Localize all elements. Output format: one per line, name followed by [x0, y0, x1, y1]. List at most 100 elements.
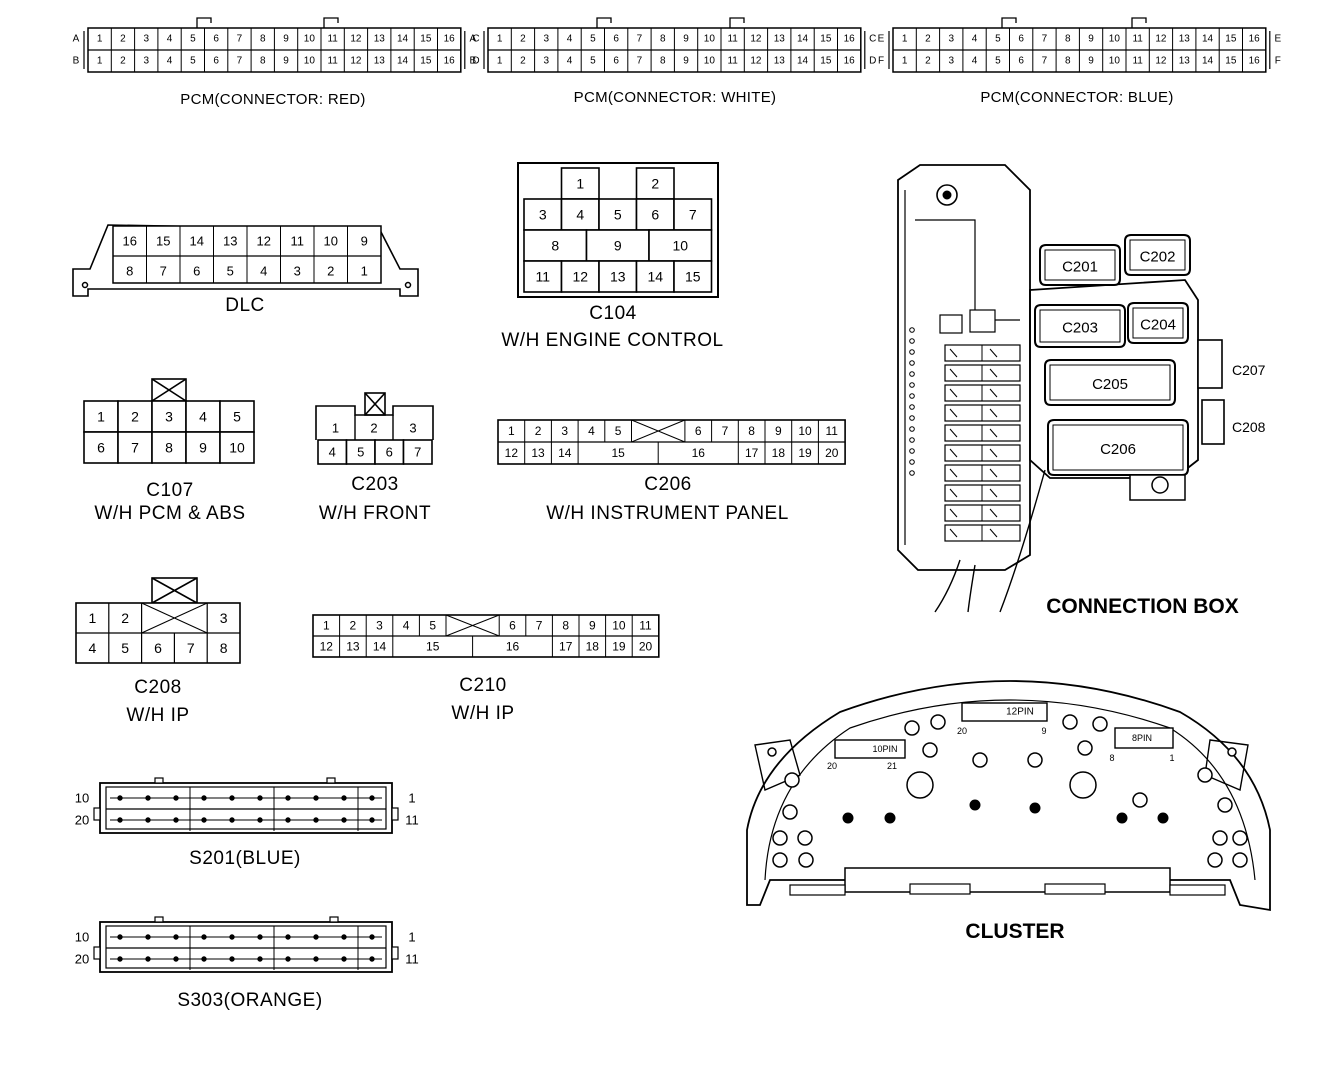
pcm-blue-pin-label: 8	[1065, 34, 1071, 45]
c104-pin-label: 14	[647, 269, 663, 285]
c206-pin-label: 20	[825, 446, 839, 460]
pcm-blue-title: PCM(CONNECTOR: BLUE)	[980, 89, 1174, 106]
s201-left-bottom-pin: 20	[75, 813, 89, 828]
s201-latch-tab	[154, 777, 164, 784]
cluster-bulb-socket	[1132, 792, 1148, 808]
c208-pin-label: 2	[121, 610, 129, 626]
pcm-red-pin-label: 9	[283, 56, 289, 67]
pcm-red-row-letter-right: A	[469, 34, 476, 45]
cluster-terminal-strip	[1169, 884, 1226, 896]
c210-pin-label: 12	[320, 640, 334, 654]
s201-pin-dot	[229, 795, 235, 801]
dlc-pin-label: 9	[361, 234, 368, 249]
pcm-blue-pin-label: 10	[1109, 34, 1121, 45]
pcm-white-pin-label: 3	[543, 34, 549, 45]
pcm-red-latch-tab	[323, 17, 339, 28]
s201-pin-dot	[257, 817, 263, 823]
cluster-bulb-socket	[1197, 767, 1213, 783]
c107-desc: W/H PCM & ABS	[94, 503, 246, 524]
c210-pin-label: 4	[403, 619, 410, 633]
c104-pin-label: 12	[572, 269, 588, 285]
c104-cell	[560, 260, 600, 293]
connection-box-fuse-mark	[949, 428, 958, 438]
c206-pin-label: 18	[772, 446, 786, 460]
c104-pin-label: 15	[685, 269, 701, 285]
dlc-pin-label: 6	[193, 264, 200, 279]
connection-box-side-clip	[909, 404, 915, 410]
pcm-blue-row-letter-right: F	[1275, 56, 1281, 67]
s201-latch-tab	[326, 777, 336, 784]
s303-left-end	[93, 946, 101, 960]
cluster-left-ear	[754, 739, 801, 791]
cluster-bulb-socket	[1207, 852, 1223, 868]
pcm-white-pin-label: 5	[590, 56, 596, 67]
pcm-white-pin-label: 8	[660, 34, 666, 45]
connection-box-side-clip	[909, 459, 915, 465]
cluster-bulb-socket	[1232, 852, 1248, 868]
connection-box-bracket	[915, 219, 1020, 321]
pcm-red-pin-label: 16	[444, 34, 456, 45]
s201-pin-dot	[313, 817, 319, 823]
cluster-bulb-socket	[784, 772, 800, 788]
c104-cell	[635, 198, 675, 231]
s303-left-bottom-pin: 20	[75, 952, 89, 967]
connection-box-side-clip	[909, 360, 915, 366]
cluster-bulb-socket	[1077, 740, 1093, 756]
s303-pin-dot	[117, 956, 123, 962]
cluster-screw-hole	[1157, 812, 1169, 824]
pcm-blue-pin-label: 12	[1155, 34, 1167, 45]
c210-desc: W/H IP	[451, 703, 515, 724]
dlc-pin-label: 2	[327, 264, 334, 279]
s303-pin-dot	[257, 934, 263, 940]
c210-pin-label: 15	[426, 640, 440, 654]
c203-pin-label: 2	[370, 421, 377, 436]
pcm-white-pin-label: 14	[797, 56, 809, 67]
pcm-red-latch-tab	[196, 17, 212, 28]
connection-box-fuse-mark	[949, 408, 958, 418]
connection-box-harness-wire	[934, 559, 961, 613]
c210-pin-label: 20	[639, 640, 653, 654]
c206-pin-label: 4	[588, 424, 595, 438]
pcm-white-pin-label: 12	[750, 56, 762, 67]
pcm-white-row-letter-right: C	[869, 34, 876, 45]
s201-pin-dot	[369, 817, 375, 823]
cluster-bulb-socket	[782, 804, 798, 820]
c203-pin-label: 4	[329, 445, 336, 460]
connection-box-fuse-mark	[949, 448, 958, 458]
pcm-blue-pin-label: 9	[1088, 34, 1094, 45]
c107-title: C107	[146, 480, 194, 501]
pcm-red-pin-label: 5	[190, 56, 196, 67]
cluster-connector-10pin-label: 10PIN	[872, 744, 897, 754]
cluster-connector-8pin-pin: 8	[1109, 753, 1114, 763]
connector-c202-label: C202	[1140, 249, 1176, 266]
s201-pin-dot	[173, 795, 179, 801]
cluster-connector-12pin-pin: 9	[1041, 726, 1046, 736]
c203-title: C203	[351, 474, 399, 495]
s201-left-end	[93, 807, 101, 821]
c203-desc: W/H FRONT	[318, 503, 432, 524]
pcm-blue-pin-label: 8	[1065, 56, 1071, 67]
cluster-screw-hole	[1029, 802, 1041, 814]
pcm-blue-pin-label: 9	[1088, 56, 1094, 67]
pcm-white-pin-label: 15	[820, 56, 832, 67]
dlc-pin-label: 14	[190, 234, 204, 249]
dlc-pin-label: 10	[324, 234, 338, 249]
s303-left-top-pin: 10	[75, 930, 89, 945]
pcm-white-latch-tab	[729, 17, 745, 28]
pcm-white-pin-label: 9	[683, 56, 689, 67]
cluster-bulb-socket	[904, 720, 920, 736]
c104-pin-label: 3	[539, 207, 547, 223]
pcm-blue-pin-label: 4	[972, 34, 978, 45]
dlc-pin-label: 15	[156, 234, 170, 249]
pcm-red-pin-label: 8	[260, 56, 266, 67]
connection-box-title: CONNECTION BOX	[1046, 595, 1239, 618]
c107-cell	[185, 431, 221, 464]
cluster-bulb-socket	[798, 852, 814, 868]
cluster-title: CLUSTER	[965, 920, 1065, 943]
c203-latch-key-x2	[364, 392, 386, 416]
pcm-white-pin-label: 6	[613, 34, 619, 45]
s303-latch-tab	[329, 916, 339, 923]
cluster-terminal-strip	[789, 884, 846, 896]
connection-box-fuse-mark	[949, 348, 958, 358]
c208-pin-label: 4	[89, 640, 97, 656]
